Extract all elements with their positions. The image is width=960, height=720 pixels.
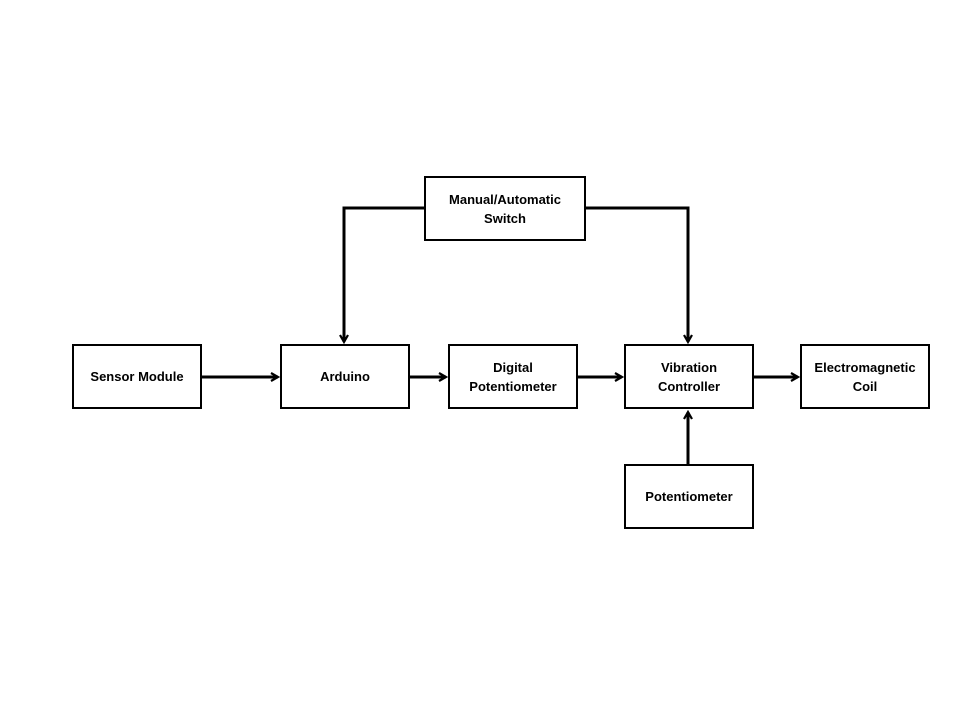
digital-potentiometer-label-line-1: Digital xyxy=(493,359,533,375)
potentiometer-label: Potentiometer xyxy=(645,489,733,504)
electromagnetic-coil-label-line-2: Coil xyxy=(852,378,878,394)
arrow-switch-to-arduino xyxy=(344,206,425,342)
manual-automatic-switch-label-line-1: Manual/Automatic xyxy=(449,191,561,207)
digital-potentiometer-block: Digital Potentiometer xyxy=(448,344,578,409)
arduino-block: Arduino xyxy=(280,344,410,409)
arduino-label: Arduino xyxy=(320,369,370,384)
arrow-switch-to-vibration-controller xyxy=(585,206,688,342)
electromagnetic-coil-label-line-1: Electromagnetic xyxy=(814,359,916,375)
potentiometer-block: Potentiometer xyxy=(624,464,754,529)
vibration-controller-label-line-1: Vibration xyxy=(660,359,718,375)
manual-automatic-switch-block: Manual/Automatic Switch xyxy=(424,176,586,241)
digital-potentiometer-label-line-2: Potentiometer xyxy=(469,378,557,394)
vibration-controller-label-line-2: Controller xyxy=(657,378,721,394)
electromagnetic-coil-block: Electromagnetic Coil xyxy=(800,344,930,409)
vibration-controller-block: Vibration Controller xyxy=(624,344,754,409)
manual-automatic-switch-label-line-2: Switch xyxy=(484,210,526,226)
sensor-module-label: Sensor Module xyxy=(90,369,184,384)
sensor-module-block: Sensor Module xyxy=(72,344,202,409)
